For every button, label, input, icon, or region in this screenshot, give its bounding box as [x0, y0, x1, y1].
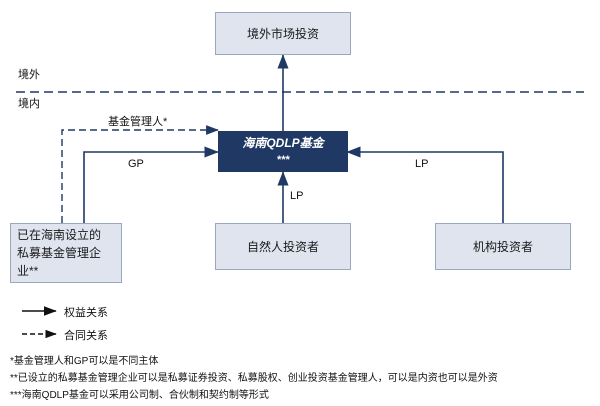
boundary-label-outside: 境外 — [18, 69, 40, 81]
node-qdlp-fund-label: 海南QDLP基金 — [242, 136, 324, 151]
edge-label-gp: GP — [128, 158, 144, 170]
footnote-2: **已设立的私募基金管理企业可以是私募证券投资、私募股权、创业投资基金管理人，可… — [10, 373, 498, 384]
legend-label-equity: 权益关系 — [64, 307, 108, 319]
node-qdlp-fund-note: *** — [276, 154, 290, 167]
edge-label-lp-center: LP — [290, 190, 304, 202]
node-offshore-market-label: 境外市场投资 — [246, 26, 319, 41]
node-fund-manager-company-line3: 业** — [17, 264, 39, 278]
node-fund-manager-company-line2: 私募基金管理企 — [17, 246, 102, 260]
legend-label-contract: 合同关系 — [64, 330, 108, 342]
arrow-manager-gp-to-fund — [83, 146, 219, 223]
node-fund-manager-company: 已在海南设立的 私募基金管理企 业** — [10, 223, 122, 283]
arrow-manager-contract-to-fund — [61, 125, 219, 223]
footnote-1: *基金管理人和GP可以是不同主体 — [10, 356, 159, 367]
node-individual-investor-label: 自然人投资者 — [246, 239, 319, 254]
edge-label-lp-right: LP — [415, 158, 429, 170]
node-individual-investor: 自然人投资者 — [215, 223, 351, 270]
node-qdlp-fund: 海南QDLP基金 *** — [218, 131, 348, 172]
edge-label-fund-manager: 基金管理人* — [108, 116, 168, 128]
footnote-3: ***海南QDLP基金可以采用公司制、合伙制和契约制等形式 — [10, 390, 269, 401]
node-offshore-market: 境外市场投资 — [215, 12, 351, 55]
node-institutional-investor-label: 机构投资者 — [472, 239, 533, 254]
node-institutional-investor: 机构投资者 — [435, 223, 571, 270]
boundary-label-inside: 境内 — [18, 98, 40, 110]
node-fund-manager-company-line1: 已在海南设立的 — [17, 228, 102, 242]
